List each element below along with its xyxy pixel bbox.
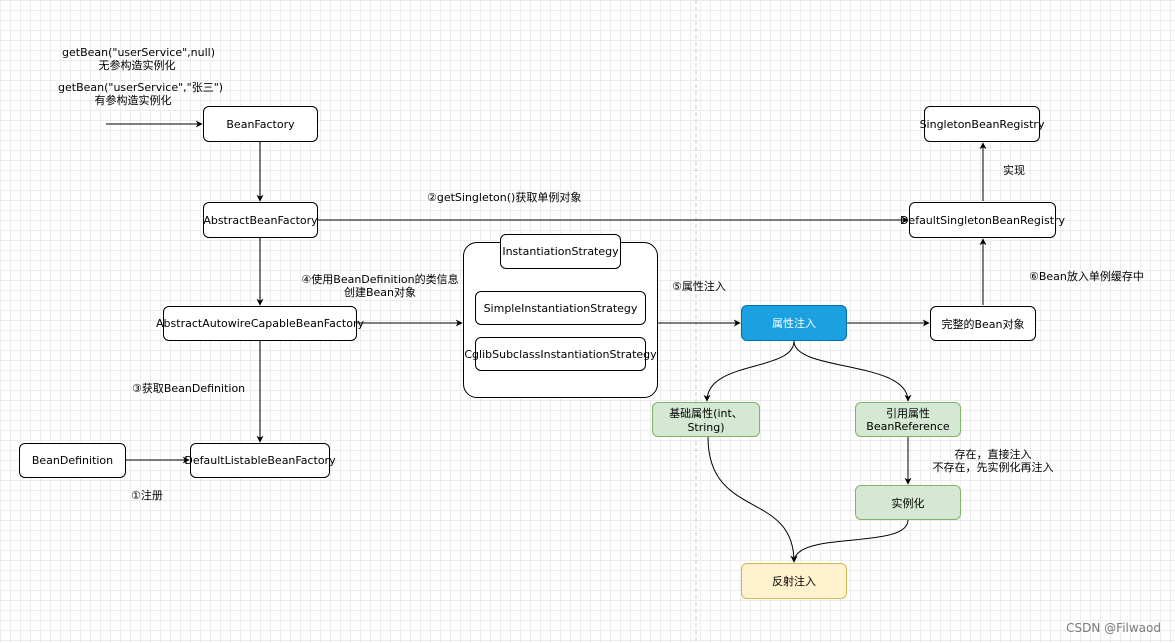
instantiate-text: 实例化 bbox=[891, 496, 925, 510]
ref-property-line1: 引用属性 bbox=[886, 406, 930, 420]
abstract-autowire-text: AbstractAutowireCapableBeanFactory bbox=[156, 317, 364, 330]
step5-label: ⑤属性注入 bbox=[672, 280, 726, 293]
default-singleton-registry-text: DefaultSingletonBeanRegistry bbox=[899, 213, 1066, 227]
cglib-strategy-text: CglibSubclassInstantiationStrategy bbox=[464, 347, 657, 361]
default-listable-text: DefaultListableBeanFactory bbox=[184, 454, 336, 467]
cglib-strategy-node: CglibSubclassInstantiationStrategy bbox=[464, 337, 657, 371]
call1-label: getBean("userService",null) 无参构造实例化 bbox=[62, 46, 215, 72]
call2-line1: getBean("userService","张三") bbox=[58, 81, 224, 94]
implements-label: 实现 bbox=[1003, 164, 1025, 177]
edge-inst-reflect bbox=[790, 519, 909, 563]
simple-strategy-node: SimpleInstantiationStrategy bbox=[475, 291, 646, 325]
complete-bean-node: 完整的Bean对象 bbox=[930, 306, 1036, 341]
step6-label: ⑥Bean放入单例缓存中 bbox=[1029, 270, 1144, 283]
default-listable-node: DefaultListableBeanFactory bbox=[184, 443, 336, 478]
step3-label: ③获取BeanDefinition bbox=[132, 382, 246, 395]
watermark: CSDN @Filwaod bbox=[1066, 621, 1161, 635]
step2-label: ②getSingleton()获取单例对象 bbox=[427, 191, 582, 204]
call1-line1: getBean("userService",null) bbox=[62, 46, 215, 59]
singleton-registry-node: SingletonBeanRegistry bbox=[920, 106, 1044, 142]
step1-label: ①注册 bbox=[131, 489, 163, 502]
edge-basic-reflect bbox=[707, 436, 798, 563]
step4-line1: ④使用BeanDefinition的类信息 bbox=[301, 273, 459, 286]
default-singleton-registry-node: DefaultSingletonBeanRegistry bbox=[900, 202, 1065, 238]
edge-pi-ref bbox=[793, 340, 912, 402]
step4-line2: 创建Bean对象 bbox=[343, 286, 417, 299]
call2-line2: 有参构造实例化 bbox=[94, 94, 172, 107]
reflect-inject-node: 反射注入 bbox=[741, 563, 847, 599]
abstract-autowire-node: AbstractAutowireCapableBeanFactory bbox=[156, 306, 364, 341]
exists-line2: 不存在，先实例化再注入 bbox=[932, 461, 1054, 474]
basic-property-node: 基础属性(int、String) bbox=[652, 402, 760, 437]
instantiation-strategy-text: InstantiationStrategy bbox=[502, 245, 619, 258]
property-injection-text: 属性注入 bbox=[772, 317, 816, 330]
instantiation-strategy-node: InstantiationStrategy bbox=[500, 234, 621, 269]
exists-label: 存在，直接注入 不存在，先实例化再注入 bbox=[918, 448, 1068, 474]
edge-pi-basic bbox=[703, 340, 795, 402]
ref-property-node: 引用属性 BeanReference bbox=[855, 402, 961, 437]
ref-property-line2: BeanReference bbox=[866, 419, 950, 433]
reflect-inject-text: 反射注入 bbox=[772, 575, 816, 588]
abstract-bean-factory-text: AbstractBeanFactory bbox=[203, 213, 318, 227]
call1-line2: 无参构造实例化 bbox=[98, 59, 176, 72]
singleton-registry-text: SingletonBeanRegistry bbox=[919, 117, 1045, 131]
step4-label: ④使用BeanDefinition的类信息 创建Bean对象 bbox=[300, 273, 460, 299]
complete-bean-text: 完整的Bean对象 bbox=[941, 317, 1025, 331]
abstract-bean-factory-node: AbstractBeanFactory bbox=[203, 202, 318, 238]
bean-definition-text: BeanDefinition bbox=[31, 454, 114, 467]
basic-property-text: 基础属性(int、String) bbox=[669, 407, 743, 434]
bean-definition-node: BeanDefinition bbox=[19, 443, 126, 478]
simple-strategy-text: SimpleInstantiationStrategy bbox=[483, 301, 638, 315]
property-injection-node: 属性注入 bbox=[741, 305, 847, 341]
bean-factory-text: BeanFactory bbox=[226, 117, 295, 131]
instantiate-node: 实例化 bbox=[855, 485, 961, 520]
exists-line1: 存在，直接注入 bbox=[954, 448, 1032, 461]
call2-label: getBean("userService","张三") 有参构造实例化 bbox=[58, 81, 224, 107]
bean-factory-node: BeanFactory bbox=[203, 106, 318, 142]
